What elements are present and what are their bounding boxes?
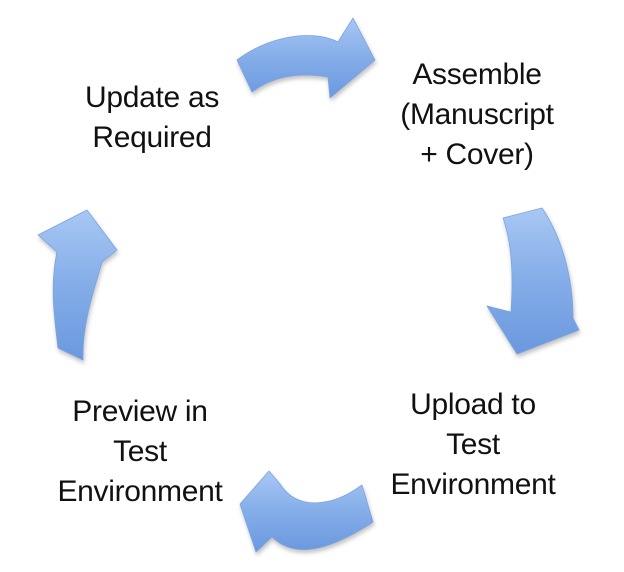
curved-arrow-up-icon bbox=[37, 209, 118, 361]
node-assemble-manuscript-cover: Assemble (Manuscript + Cover) bbox=[400, 58, 554, 171]
node-update-as-required: Update as Required bbox=[84, 81, 220, 154]
curved-arrow-down-icon bbox=[486, 207, 580, 355]
node-preview-in-test-environment: Preview in Test Environment bbox=[57, 395, 223, 508]
curved-arrow-right-icon bbox=[236, 17, 376, 99]
curved-arrow-left-icon bbox=[239, 470, 374, 553]
node-upload-to-test-environment: Upload to Test Environment bbox=[390, 388, 556, 501]
